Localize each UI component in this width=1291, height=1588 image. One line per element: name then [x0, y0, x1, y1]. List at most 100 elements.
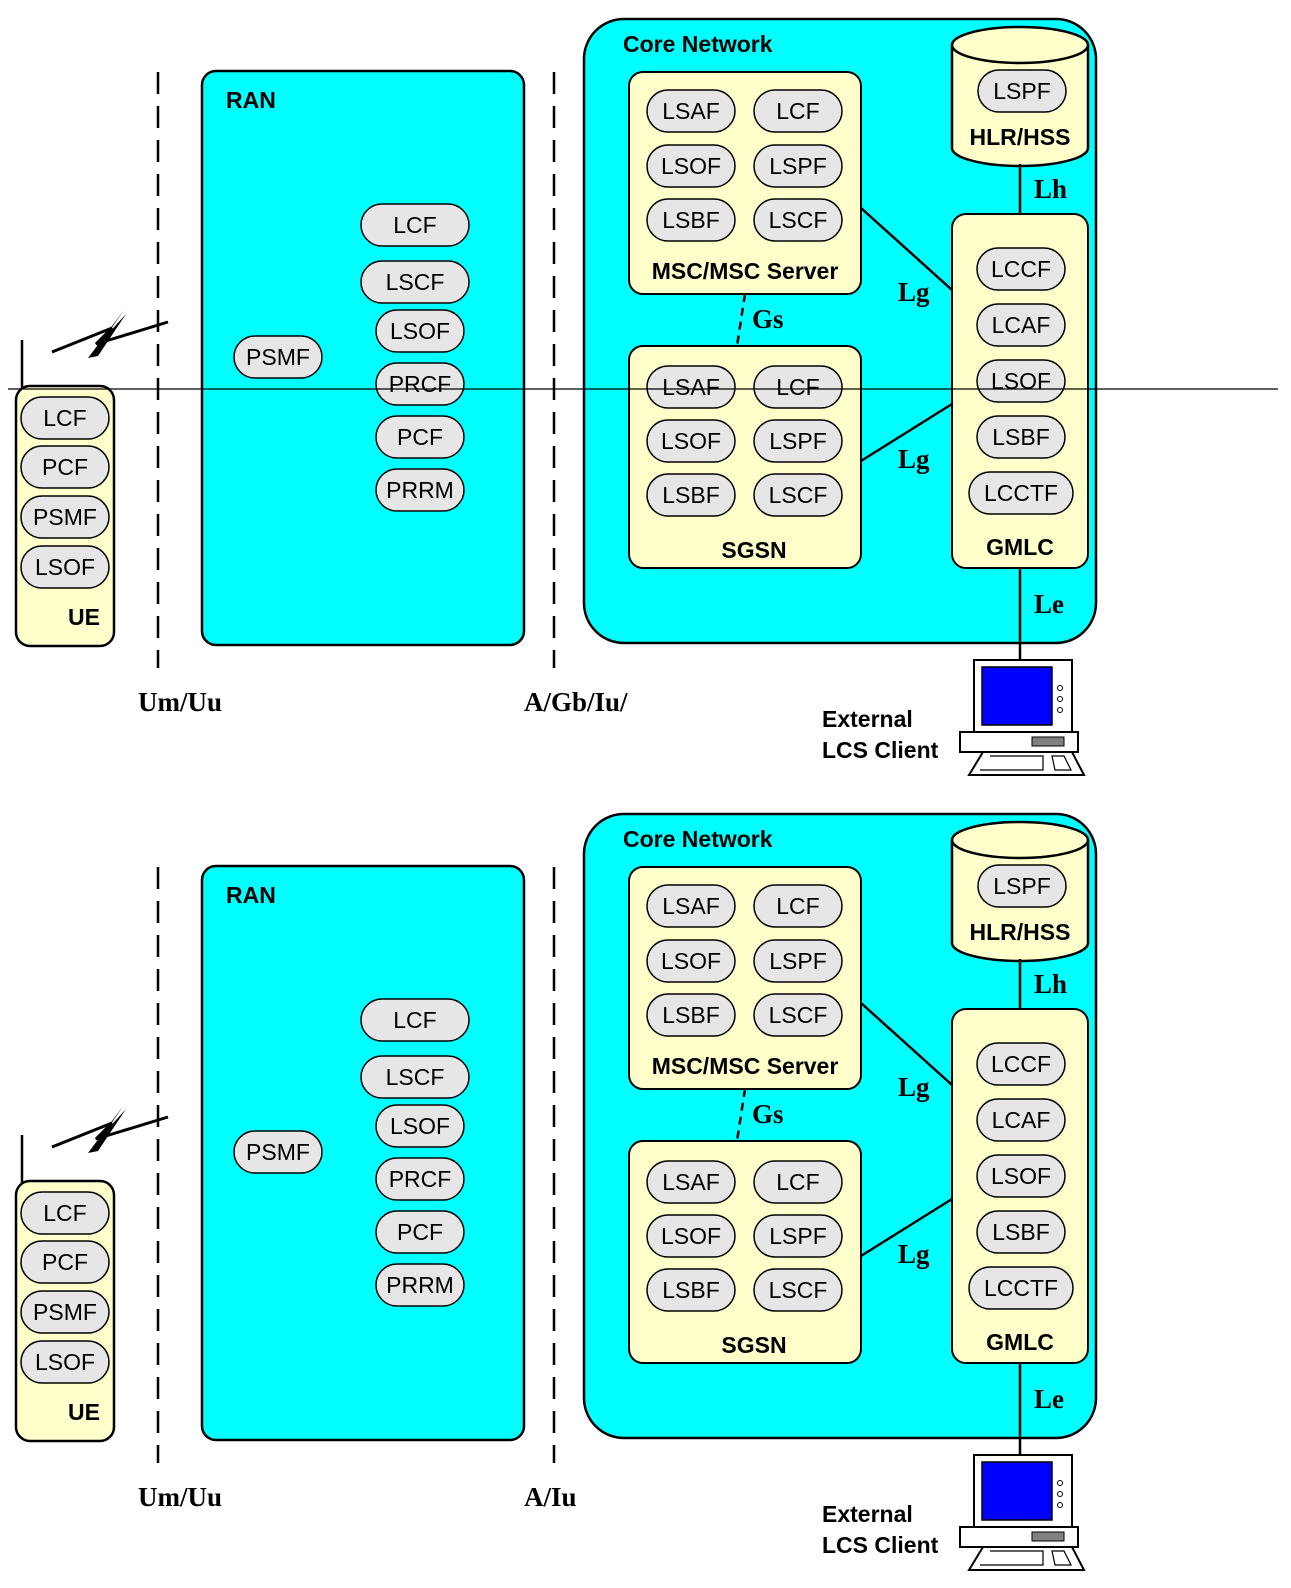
function-pill-shape: [976, 247, 1066, 291]
function-pill-shape: [976, 1042, 1066, 1086]
function-pill-label: LSPF: [993, 78, 1051, 104]
lg-sgsn-link: [860, 402, 953, 463]
function-pill-shape: [375, 1263, 465, 1307]
sgsn-function: LSPF: [753, 419, 843, 463]
sgsn-function: LSPF: [753, 1214, 843, 1258]
radio-signal-icon: [51, 320, 169, 354]
computer-icon: [959, 1454, 1086, 1571]
function-pill-label: LSBF: [662, 1277, 720, 1303]
ue-function: PCF: [20, 1240, 110, 1284]
ran-function: PRRM: [375, 1263, 465, 1307]
sgsn-function: LSCF: [753, 473, 843, 517]
function-pill-label: PRRM: [386, 477, 454, 503]
keyboard-keypad: [1051, 755, 1072, 771]
gmlc-function: LCCTF: [968, 471, 1074, 515]
function-pill-shape: [753, 365, 843, 409]
gs-interface-label: Gs: [752, 1099, 784, 1129]
hlr-function: LSPF: [977, 864, 1067, 908]
function-pill-shape: [646, 939, 736, 983]
monitor-knob: [1057, 696, 1063, 702]
radio-signal-icon: [51, 1115, 169, 1149]
function-pill-shape: [968, 1266, 1074, 1310]
msc-function: LSBF: [646, 993, 736, 1037]
sgsn-function: LSAF: [646, 365, 736, 409]
monitor-knob: [1057, 685, 1063, 691]
function-pill-shape: [753, 993, 843, 1037]
gmlc-function: LCCTF: [968, 1266, 1074, 1310]
ran-function: PCF: [375, 1210, 465, 1254]
diagram-1: Core NetworkRANPSMFLCFLSCFLSOFPRCFPCFPRR…: [14, 17, 1098, 776]
ue-function: LSOF: [20, 545, 110, 589]
function-pill-label: LSOF: [35, 1349, 95, 1375]
function-pill-shape: [977, 69, 1067, 113]
ran-function: PRRM: [375, 468, 465, 512]
lg-sgsn-interface-label: Lg: [898, 1239, 930, 1269]
monitor-knob: [1057, 1491, 1063, 1497]
function-pill-label: LSPF: [769, 153, 827, 179]
function-pill-label: LSOF: [661, 428, 721, 454]
function-pill-label: LCCF: [991, 1051, 1051, 1077]
le-interface-label: Le: [1034, 1384, 1064, 1414]
function-pill-label: PSMF: [33, 1299, 97, 1325]
lg-sgsn-interface-label: Lg: [898, 444, 930, 474]
ran-function: LCF: [360, 203, 470, 247]
function-pill-label: LSCF: [769, 1277, 828, 1303]
function-pill-label: LSPF: [769, 428, 827, 454]
function-pill-label: LSOF: [390, 1113, 450, 1139]
lightning-bolt-icon: [88, 1105, 126, 1153]
external-client-label-1: External: [822, 1501, 913, 1527]
function-pill-shape: [753, 1160, 843, 1204]
function-pill-shape: [646, 1160, 736, 1204]
monitor-knob: [1057, 707, 1063, 713]
ue-function: LCF: [20, 396, 110, 440]
msc-function: LSPF: [753, 144, 843, 188]
function-pill-shape: [360, 1055, 470, 1099]
gmlc-function: LSBF: [976, 415, 1066, 459]
msc-function: LSCF: [753, 198, 843, 242]
function-pill-shape: [646, 419, 736, 463]
function-pill-label: LSOF: [390, 318, 450, 344]
function-pill-label: PCF: [397, 1219, 443, 1245]
sgsn-function: LCF: [753, 365, 843, 409]
function-pill-label: LCF: [393, 212, 436, 238]
function-pill-label: LSBF: [662, 482, 720, 508]
gmlc-function: LSOF: [976, 359, 1066, 403]
lg-msc-link: [860, 1002, 953, 1086]
function-pill-label: LSAF: [662, 893, 720, 919]
function-pill-label: LCF: [776, 374, 819, 400]
function-pill-label: LSPF: [993, 873, 1051, 899]
msc-label: MSC/MSC Server: [652, 1053, 839, 1079]
function-pill-label: LSOF: [661, 153, 721, 179]
function-pill-label: LSOF: [661, 1223, 721, 1249]
ue-label: UE: [68, 604, 100, 630]
function-pill-label: LSCF: [386, 1064, 445, 1090]
function-pill-label: PSMF: [246, 344, 310, 370]
gmlc-label: GMLC: [986, 1329, 1054, 1355]
lh-interface-label: Lh: [1034, 174, 1067, 204]
function-pill-shape: [753, 198, 843, 242]
monitor-screen: [981, 1461, 1053, 1521]
monitor-knob: [1057, 1480, 1063, 1486]
lightning-bolt-icon: [88, 310, 126, 358]
ran-function-left: PSMF: [233, 1130, 323, 1174]
function-pill-label: PCF: [397, 424, 443, 450]
function-pill-label: LSBF: [662, 1002, 720, 1028]
gs-interface-label: Gs: [752, 304, 784, 334]
hlr-cylinder-top: [950, 25, 1090, 65]
lg-sgsn-link: [860, 1197, 953, 1258]
disk-drive: [1031, 736, 1065, 747]
ran-function: LSCF: [360, 1055, 470, 1099]
function-pill-shape: [20, 495, 110, 539]
ran-function: PRCF: [375, 1157, 465, 1201]
gs-link: [735, 293, 747, 347]
core-network-label: Core Network: [623, 31, 773, 57]
msc-function: LCF: [753, 884, 843, 928]
function-pill-label: PSMF: [33, 504, 97, 530]
function-pill-label: LSOF: [661, 948, 721, 974]
function-pill-label: LSPF: [769, 1223, 827, 1249]
um-uu-interface-label: Um/Uu: [138, 1482, 222, 1512]
function-pill-shape: [375, 1210, 465, 1254]
function-pill-label: PCF: [42, 454, 88, 480]
function-pill-shape: [20, 396, 110, 440]
sgsn-function: LSBF: [646, 1268, 736, 1312]
